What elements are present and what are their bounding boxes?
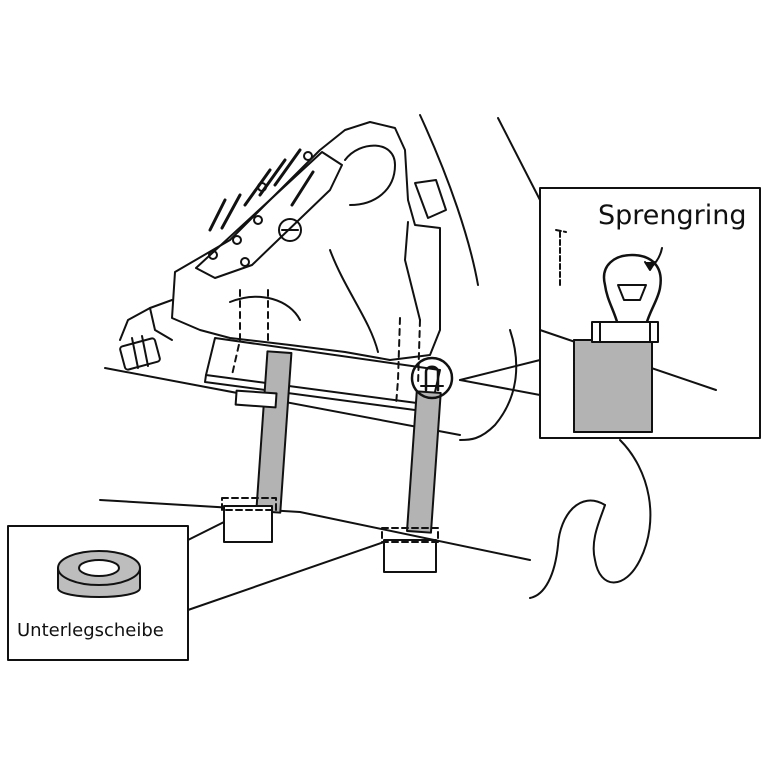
mounting-bolt-right — [381, 390, 442, 573]
snap-ring-label: Sprengring — [598, 200, 747, 231]
callout-leader-snap-ring-2 — [459, 379, 541, 396]
snap-ring-marker — [410, 356, 454, 400]
callout-leader-washer-2 — [187, 541, 385, 611]
brake-caliper — [119, 121, 447, 371]
washer-icon — [57, 550, 141, 598]
callout-leader-snap-ring — [459, 359, 541, 381]
hidden-thread-lines — [231, 289, 421, 406]
callout-leader-washer — [187, 521, 225, 541]
mounting-bolt-left — [221, 350, 293, 543]
washer-label: Unterlegscheibe — [17, 620, 164, 641]
callout-box-snap-ring — [539, 187, 761, 439]
